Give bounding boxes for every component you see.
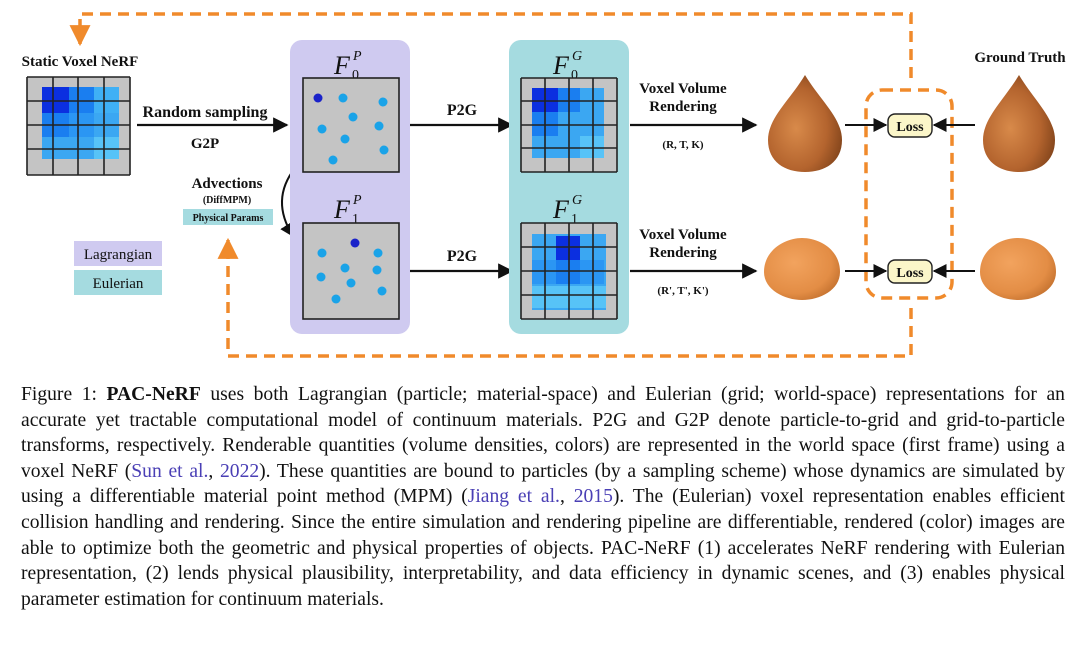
loss-dashed-box (864, 88, 954, 300)
loss-label-top: Loss (896, 120, 924, 135)
render-top-line2: Rendering (649, 99, 717, 115)
caption-sep-2: , (559, 486, 574, 508)
ground-truth-label: Ground Truth (974, 50, 1066, 66)
legend-eulerian-label: Eulerian (93, 276, 144, 292)
svg-text:F: F (333, 195, 351, 224)
render-bottom-params: (R', T', K') (657, 285, 708, 297)
legend-eulerian-swatch (74, 270, 162, 295)
figure-caption: Figure 1: PAC-NeRF uses both Lagrangian … (21, 382, 1065, 612)
loss-box-top (887, 113, 933, 138)
caption-sep-1: , (208, 460, 220, 482)
caption-text-2: ). These quantities are bound to particl… (21, 460, 1066, 508)
svg-text:F: F (333, 51, 351, 80)
euler-grid-0 (520, 77, 618, 173)
render-top-line1: Voxel Volume (639, 81, 727, 97)
render-bottom-line1: Voxel Volume (639, 227, 727, 243)
citation-jiang-year[interactable]: 2015 (573, 486, 613, 508)
physical-params-box (183, 209, 273, 225)
static-nerf-label: Static Voxel NeRF (22, 54, 139, 70)
svg-text:G: G (572, 49, 582, 64)
euler-grid-1 (520, 222, 618, 320)
loss-label-bottom: Loss (896, 266, 924, 281)
caption-text-3: ). The (Eulerian) voxel representation e… (21, 486, 1066, 610)
svg-text:1: 1 (571, 212, 578, 227)
p2g-label-bottom: P2G (447, 248, 478, 265)
svg-text:F: F (552, 51, 570, 80)
fg1-math-label: F G 1 (552, 193, 582, 227)
ground-truth-dome (980, 238, 1056, 300)
loss-box-bottom (887, 259, 933, 284)
diffmpm-label: (DiffMPM) (203, 195, 251, 206)
caption-label: Figure 1: (21, 384, 107, 405)
svg-text:G: G (572, 193, 582, 208)
random-sampling-label: Random sampling (143, 104, 268, 121)
legend-lagrangian-swatch (74, 241, 162, 266)
rendered-drop-top (768, 75, 842, 172)
citation-sun-author[interactable]: Sun et al. (131, 460, 209, 482)
static-nerf-grid (26, 76, 131, 176)
render-top-params: (R, T, K) (662, 139, 703, 151)
svg-text:0: 0 (352, 68, 359, 83)
citation-sun-year[interactable]: 2022 (219, 460, 260, 482)
legend-lagrangian-label: Lagrangian (84, 247, 153, 263)
physical-params-label: Physical Params (193, 213, 264, 224)
fp0-math-label: F P 0 (333, 49, 362, 83)
fp1-math-label: F P 1 (333, 193, 362, 227)
advections-label: Advections (192, 176, 263, 192)
caption-text-1: uses both Lagrangian (particle; material… (21, 384, 1065, 482)
particle-grid-1 (302, 222, 400, 320)
g2p-label: G2P (191, 136, 219, 152)
rendered-dome-bottom (764, 238, 840, 300)
p2g-label-top: P2G (447, 102, 478, 119)
render-bottom-line2: Rendering (649, 245, 717, 261)
feedback-loop-dashed (69, 12, 913, 358)
ground-truth-drop (983, 75, 1055, 172)
pipeline-figure: Static Voxel NeRF Random sampling G2P Ad… (22, 12, 1066, 358)
svg-text:F: F (552, 195, 570, 224)
fg0-math-label: F G 0 (552, 49, 582, 83)
particle-grid-0 (302, 77, 400, 173)
svg-text:P: P (352, 49, 362, 64)
svg-text:P: P (352, 193, 362, 208)
svg-text:0: 0 (571, 68, 578, 83)
citation-jiang-author[interactable]: Jiang et al. (467, 486, 560, 508)
svg-text:1: 1 (352, 212, 359, 227)
caption-bold-name: PAC-NeRF (106, 384, 201, 405)
